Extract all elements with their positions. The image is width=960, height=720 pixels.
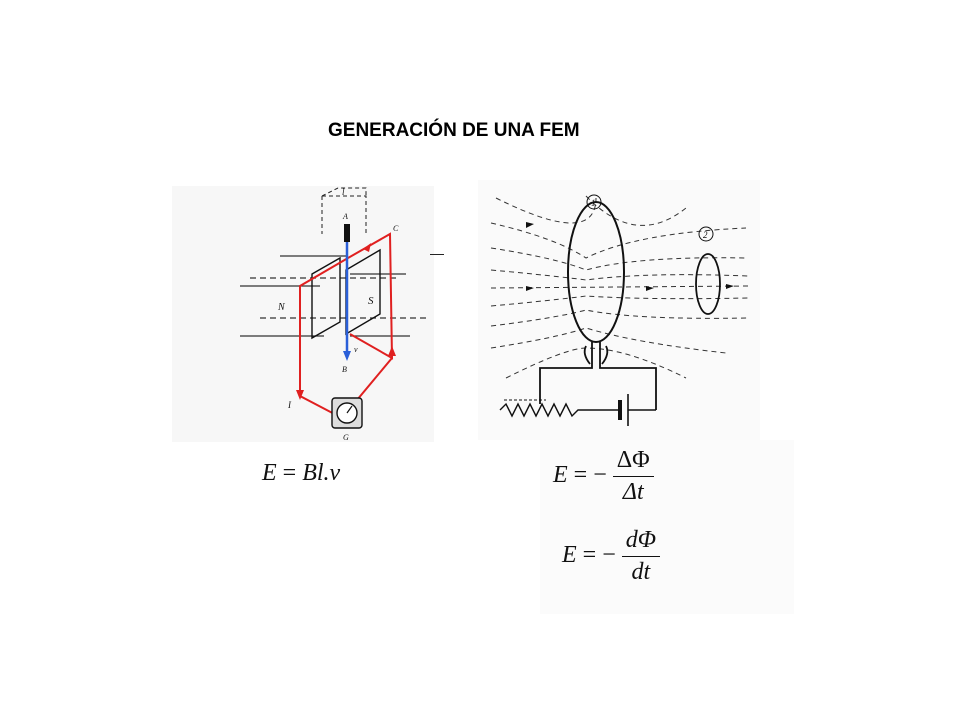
current-arrows: [296, 243, 396, 400]
label-l: l: [342, 187, 345, 197]
field-lines: [490, 195, 749, 379]
faraday-loops-diagram: 1 2: [490, 194, 749, 426]
label-A: A: [342, 212, 348, 221]
label-loop-1: 1: [591, 198, 596, 208]
equation-faraday-delta: E = − ΔΦ Δt: [553, 447, 654, 506]
velocity-arrow: [343, 351, 351, 361]
loop-1-leads: [539, 342, 657, 410]
conductor-handle: [344, 224, 350, 242]
field-lines: [240, 255, 430, 337]
label-C: C: [393, 224, 399, 233]
dimension-frame: [321, 187, 367, 234]
label-I: I: [287, 400, 292, 410]
battery-icon: [618, 394, 656, 426]
formula-background: [540, 440, 794, 614]
galvanometer-icon: [331, 397, 363, 429]
loop-1: [567, 201, 625, 343]
rheostat: [499, 402, 618, 418]
label-G: G: [343, 433, 349, 442]
page-title: GENERACIÓN DE UNA FEM: [328, 120, 580, 141]
label-loop-2: 2: [703, 230, 708, 240]
equation-faraday-differential: E = − dΦ dt: [562, 527, 661, 586]
equation-motional-emf: E = Bl.v: [262, 460, 341, 486]
label-dash: —: [430, 245, 444, 261]
label-B: B: [342, 365, 347, 374]
loop-2-marker: [698, 226, 714, 242]
label-v: v: [354, 345, 358, 354]
field-arrows: [526, 222, 734, 291]
loop-2: [695, 253, 721, 315]
label-N: N: [277, 302, 286, 313]
loop-1-marker: [586, 194, 602, 210]
motional-emf-diagram: l A C N S v B I G —: [240, 187, 444, 442]
label-S: S: [368, 295, 374, 307]
